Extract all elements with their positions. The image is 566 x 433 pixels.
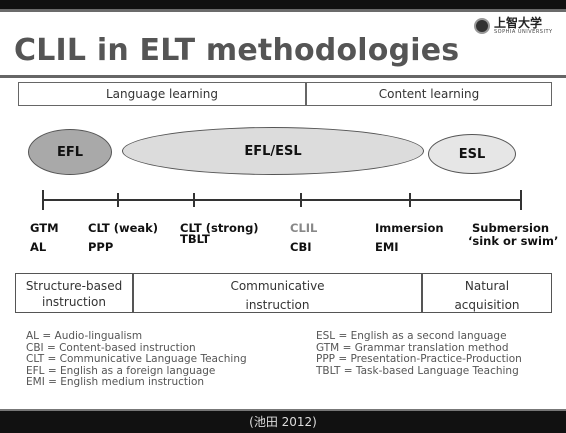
- logo-text: 上智大学: [494, 16, 543, 30]
- efl-esl-ellipse: EFL/ESL: [122, 127, 424, 175]
- timeline-tick: [117, 193, 119, 207]
- logo-subtext: SOPHIA UNIVERSITY: [494, 29, 553, 35]
- natural-acquisition-box: Natural acquisition: [422, 273, 552, 313]
- legend-item: AL = Audio-lingualism: [26, 330, 143, 342]
- efl-ellipse: EFL: [28, 129, 112, 175]
- legend-item: EFL = English as a foreign language: [26, 364, 216, 377]
- header-stripe: [0, 9, 566, 12]
- method-cbi: CBI: [290, 240, 312, 254]
- method-clt-weak: CLT (weak): [88, 221, 159, 235]
- communicative-line2: instruction: [245, 298, 310, 312]
- efl-label: EFL: [56, 144, 84, 160]
- timeline-tick: [193, 193, 195, 207]
- structure-based-line2: instruction: [41, 295, 107, 309]
- language-learning-label: Language learning: [106, 87, 218, 101]
- method-submersion: Submersion: [472, 221, 550, 235]
- timeline-tick-end: [520, 190, 522, 210]
- timeline-tick: [409, 193, 411, 207]
- footer-bar: [0, 411, 566, 433]
- timeline-tick-start: [42, 190, 44, 210]
- structure-based-line1: Structure-based: [25, 279, 123, 293]
- footer-stripe: [0, 409, 566, 411]
- language-learning-box: Language learning: [18, 82, 306, 106]
- method-clil: CLIL: [290, 221, 318, 235]
- content-learning-label: Content learning: [378, 87, 480, 101]
- legend-item: EMI = English medium instruction: [26, 376, 205, 388]
- university-logo: 上智大学 SOPHIA UNIVERSITY: [474, 17, 553, 35]
- method-gtm: GTM: [30, 221, 59, 235]
- legend-right: ESL = English as a second language GTM =…: [316, 330, 522, 377]
- method-immersion: Immersion: [375, 221, 444, 235]
- method-sink-or-swim: ‘sink or swim’: [468, 234, 559, 248]
- legend-item: PPP = Presentation-Practice-Production: [316, 353, 522, 365]
- university-seal-icon: [474, 18, 490, 34]
- method-clt-strong: CLT (strong): [180, 221, 259, 235]
- efl-esl-label: EFL/ESL: [244, 143, 302, 159]
- natural-line1: Natural: [464, 279, 510, 293]
- structure-based-box: Structure-based instruction: [15, 273, 133, 313]
- legend-item: CBI = Content-based instruction: [26, 341, 196, 354]
- timeline-tick: [300, 193, 302, 207]
- slide-title: CLIL in ELT methodologies: [14, 33, 460, 68]
- method-al: AL: [30, 240, 47, 254]
- legend-item: TBLT = Task-based Language Teaching: [316, 364, 519, 377]
- method-ppp: PPP: [88, 240, 114, 254]
- content-learning-box: Content learning: [306, 82, 552, 106]
- method-tblt: TBLT: [180, 232, 210, 246]
- esl-ellipse: ESL: [428, 134, 516, 174]
- natural-line2: acquisition: [454, 298, 520, 312]
- legend-item: GTM = Grammar translation method: [316, 341, 509, 354]
- footer-citation: (池田 2012): [249, 415, 317, 429]
- communicative-line1: Communicative: [230, 279, 325, 293]
- header-bar: [0, 0, 566, 9]
- method-emi: EMI: [375, 240, 399, 254]
- continuum-line: [42, 199, 522, 201]
- legend-left: AL = Audio-lingualism CBI = Content-base…: [26, 330, 247, 389]
- title-divider: [0, 75, 566, 78]
- legend-item: ESL = English as a second language: [316, 330, 507, 342]
- legend-item: CLT = Communicative Language Teaching: [26, 353, 247, 365]
- communicative-box: Communicative instruction: [133, 273, 422, 313]
- esl-label: ESL: [458, 146, 486, 162]
